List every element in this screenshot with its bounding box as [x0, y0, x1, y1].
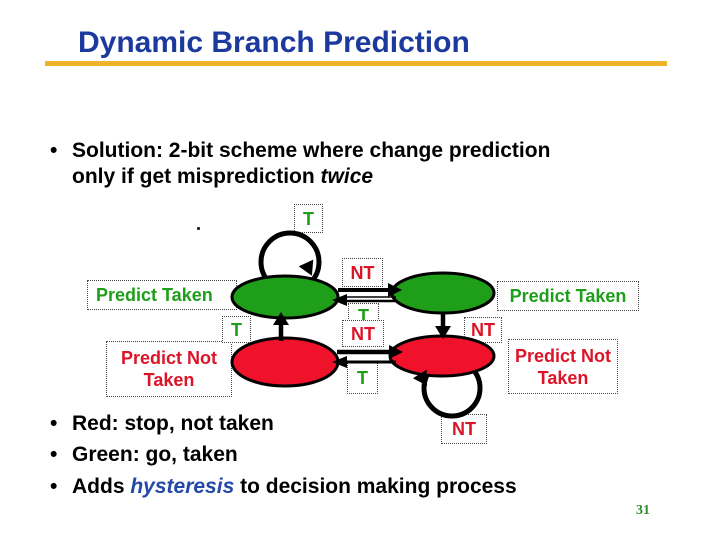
- nt-self-loop-bottom-label: NT: [441, 414, 487, 444]
- nt-down-transition-label: NT: [464, 317, 502, 343]
- arrow-t-top-head: [332, 294, 347, 306]
- bullet-hysteresis-em: hysteresis: [130, 475, 235, 498]
- predict-not-taken-right-label: Predict Not Taken: [508, 339, 618, 394]
- arrow-t-up-head: [273, 312, 289, 325]
- bullet-marker: •: [50, 475, 58, 498]
- bullet-solution-line2: only if get misprediction twice: [72, 165, 373, 189]
- t-self-loop-top-label: T: [294, 204, 323, 233]
- nt-top-transition-label: NT: [342, 258, 383, 287]
- nt-bottom-transition-label: NT: [342, 320, 384, 347]
- bullet-red-legend: Red: stop, not taken: [72, 412, 274, 435]
- t-up-transition-label: T: [222, 316, 251, 343]
- bullet-solution-line1: Solution: 2-bit scheme where change pred…: [72, 139, 551, 162]
- predict-not-taken-left-line2: Taken: [143, 370, 195, 390]
- predict-not-taken-left-label: Predict Not Taken: [106, 341, 232, 397]
- bullet-hysteresis-post: to decision making process: [234, 475, 517, 498]
- bullet-hysteresis-pre: Adds: [72, 475, 131, 498]
- bullet-solution-line2-pre: only if get misprediction: [72, 165, 321, 188]
- arrow-t-bottom-head: [332, 356, 347, 368]
- bullet-marker: •: [50, 443, 58, 466]
- self-loop-bottom-arrowhead: [412, 369, 428, 386]
- page-number: 31: [636, 503, 650, 518]
- bullet-marker: •: [50, 412, 58, 435]
- predict-not-taken-right-line1: Predict Not: [514, 345, 611, 366]
- bullet-marker: •: [50, 139, 58, 162]
- bullet-hysteresis: Adds hysteresis to decision making proce…: [72, 475, 517, 499]
- t-bottom-return-label: T: [347, 362, 378, 394]
- stray-dot: [197, 227, 200, 230]
- predict-not-taken-right-line2: Taken: [537, 367, 589, 388]
- bullet-green-legend: Green: go, taken: [72, 443, 238, 466]
- state-ellipse-predict-taken-strong: [230, 274, 340, 320]
- predict-not-taken-left-line1: Predict Not: [120, 348, 217, 368]
- arrow-nt-down-head: [435, 326, 451, 339]
- arrow-nt-top-head: [388, 283, 402, 297]
- state-ellipse-predict-not-taken-weak: [230, 336, 340, 388]
- predict-taken-left-label: Predict Taken: [87, 280, 237, 310]
- self-loop-top-arrowhead: [298, 259, 314, 276]
- title-underline: [45, 61, 667, 66]
- state-ellipse-predict-taken-weak: [390, 271, 496, 315]
- bullet-solution-line2-em: twice: [320, 165, 374, 188]
- predict-taken-right-label: Predict Taken: [497, 281, 639, 311]
- self-loop-top-arc: [258, 230, 322, 294]
- self-loop-bottom-arc: [421, 357, 483, 419]
- page-title: Dynamic Branch Prediction: [78, 26, 470, 59]
- arrow-nt-bottom-head: [389, 345, 403, 359]
